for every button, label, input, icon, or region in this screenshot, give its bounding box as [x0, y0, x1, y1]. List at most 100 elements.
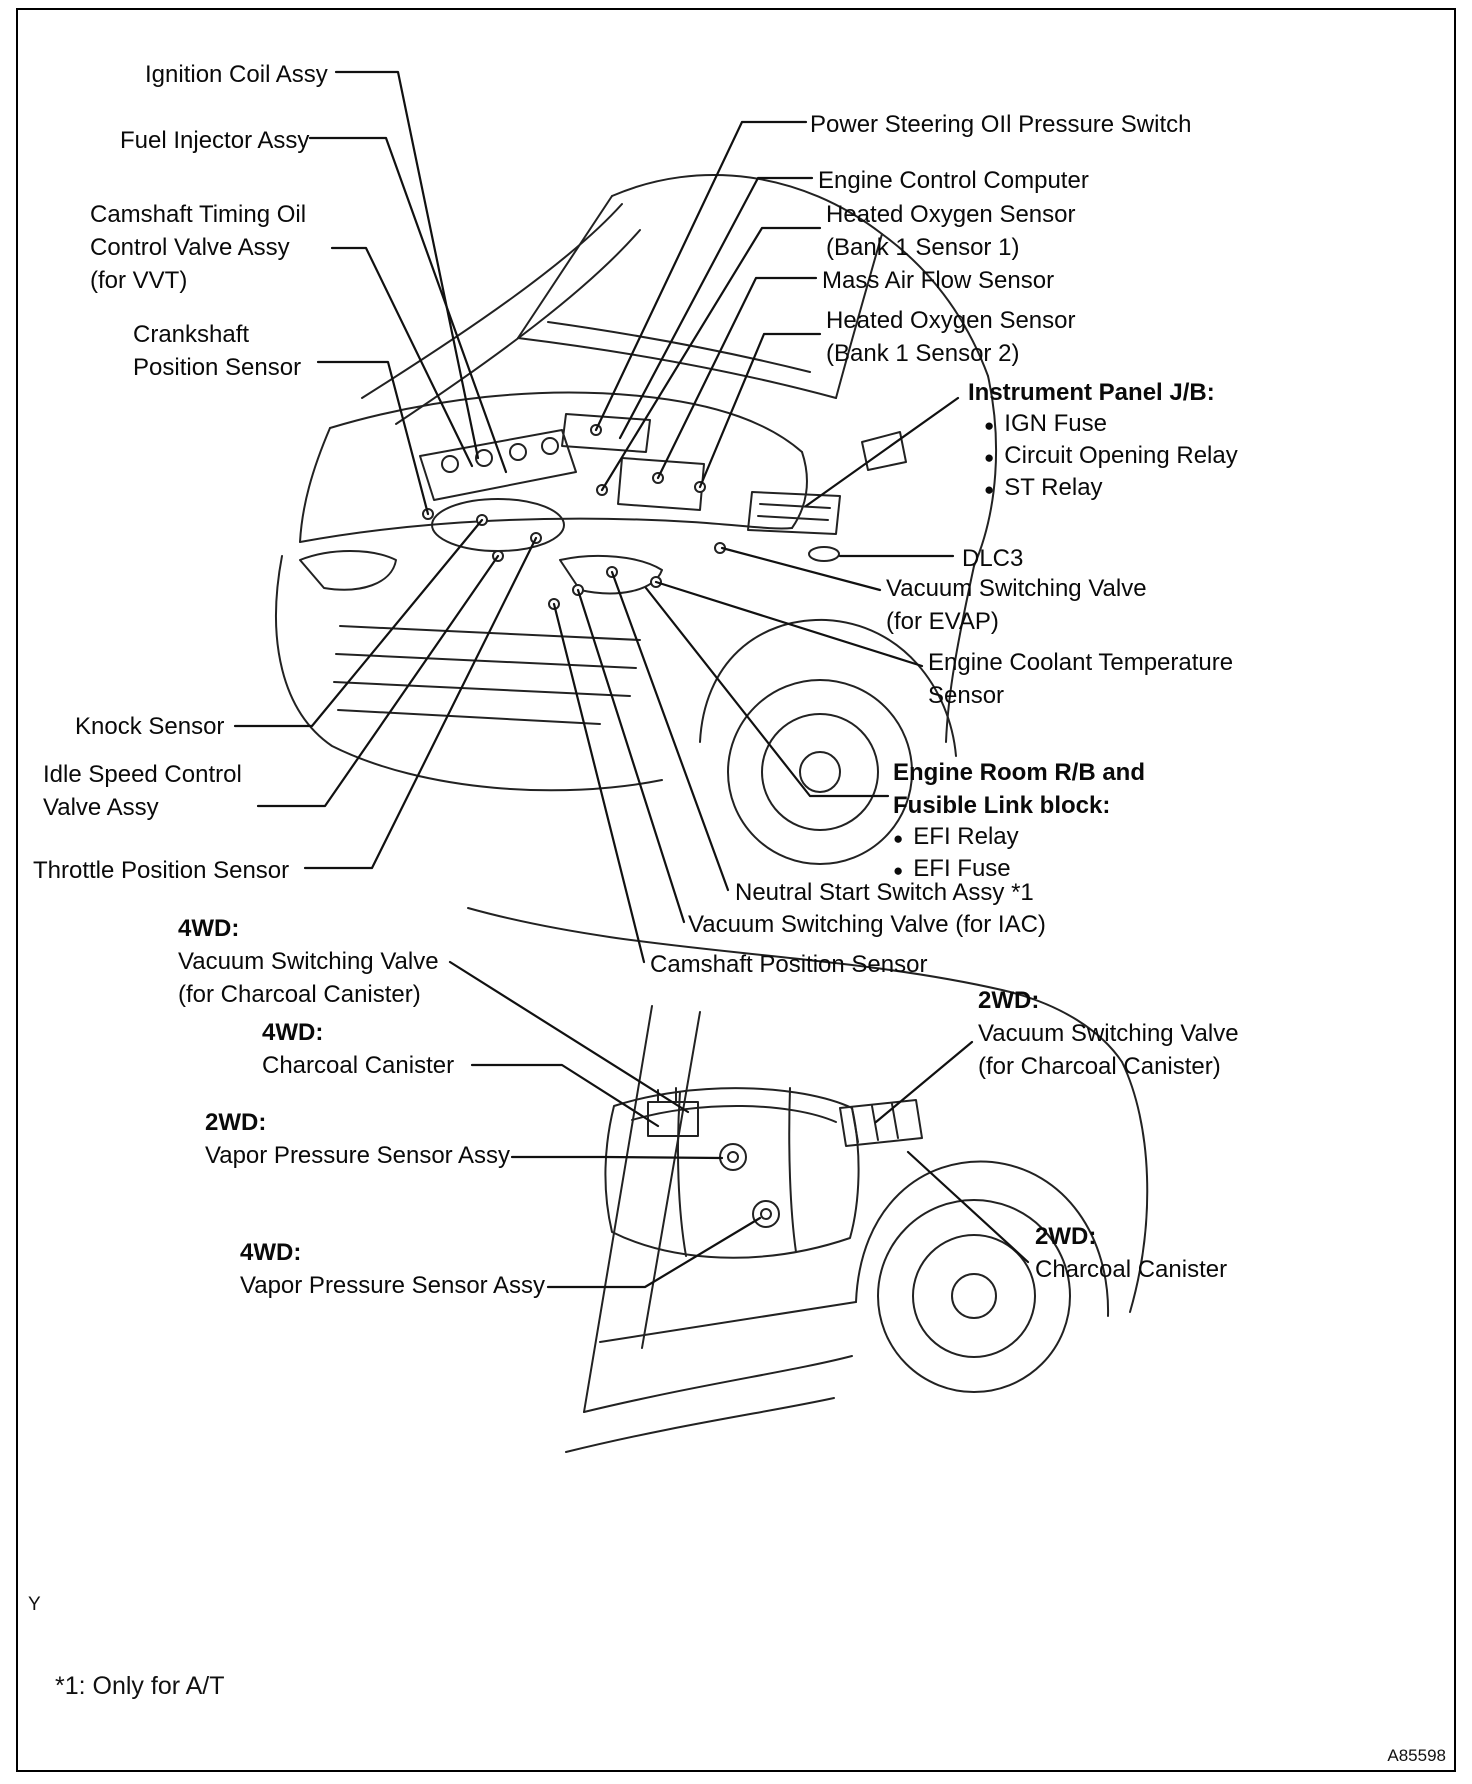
rear-wheel-hub	[951, 1273, 997, 1319]
label-line: Idle Speed Control	[43, 761, 242, 788]
grille-line-2	[335, 653, 637, 669]
label-line: Valve Assy	[43, 794, 159, 821]
hood-edge-line	[361, 203, 623, 399]
tank-strap	[788, 1087, 797, 1253]
leader-vapor-pressure-2wd	[510, 1155, 724, 1160]
door-edge-line	[583, 1005, 653, 1413]
leader-knock-sensor	[233, 518, 484, 728]
label-mass-air-flow-sensor: Mass Air Flow Sensor	[822, 267, 1055, 294]
label-line: Crankshaft	[133, 321, 250, 348]
canister-2wd-hatch	[891, 1103, 899, 1139]
leader-fuel-injector	[308, 136, 508, 474]
roof-line	[611, 174, 989, 377]
bullet-list: ● IGN Fuse ● Circuit Opening Relay ● ST …	[968, 409, 1238, 505]
canister-2wd-hatch	[851, 1107, 859, 1143]
a-pillar-line	[517, 195, 613, 339]
front-wheel-outer	[727, 679, 913, 865]
front-bumper-line	[275, 555, 663, 792]
rear-wheel-inner	[912, 1234, 1036, 1358]
label-line: (for EVAP)	[886, 608, 999, 635]
engine-bay-rim-top	[329, 391, 803, 453]
label-line: (for VVT)	[90, 267, 188, 294]
bullet-text: EFI Relay	[913, 823, 1019, 850]
leader-engine-control-computer	[618, 176, 814, 440]
ignition-coil-shape	[509, 443, 527, 461]
label-line: (for Charcoal Canister)	[178, 981, 421, 1008]
label-line: Heated Oxygen Sensor	[826, 201, 1076, 228]
label-heading: Instrument Panel J/B:	[968, 379, 1215, 406]
label-crankshaft-position-sensor: Crankshaft Position Sensor	[133, 318, 301, 384]
leader-engine-room-rb	[644, 586, 890, 798]
leader-camshaft-position	[552, 602, 646, 964]
leader-idle-speed	[256, 554, 500, 808]
vapor-pressure-sensor-2wd-shape	[719, 1143, 747, 1171]
bullet-text: IGN Fuse	[1004, 410, 1107, 437]
label-engine-control-computer: Engine Control Computer	[818, 167, 1089, 194]
label-heated-oxygen-sensor-1: Heated Oxygen Sensor (Bank 1 Sensor 1)	[826, 198, 1075, 264]
rear-wheel-outer	[877, 1199, 1071, 1393]
label-line: Vacuum Switching Valve	[178, 948, 439, 975]
door-edge-line-2	[641, 1011, 701, 1349]
leader-instrument-panel-jb	[804, 396, 960, 508]
label-line: Charcoal Canister	[262, 1052, 455, 1079]
label-line: Sensor	[928, 682, 1005, 709]
vehicle-rear-sketch	[467, 907, 1149, 1453]
ignition-coil-shape	[475, 449, 493, 467]
leader-vsv-iac	[576, 588, 686, 924]
leader-camshaft-timing	[330, 246, 474, 468]
junction-box-detail	[759, 503, 831, 509]
windshield-inner-line	[547, 321, 811, 373]
label-heading: 4WD:	[240, 1239, 302, 1266]
leader-throttle-position	[303, 536, 538, 870]
label-line: Vacuum Switching Valve	[886, 575, 1147, 602]
label-heading: 2WD:	[205, 1109, 267, 1136]
headlight-right	[559, 554, 663, 595]
label-neutral-start-switch: Neutral Start Switch Assy *1	[735, 879, 1034, 906]
leader-ignition-coil	[334, 70, 480, 460]
bullet-row: ● Circuit Opening Relay	[984, 441, 1238, 473]
label-power-steering-oil-pressure-switch: Power Steering OIl Pressure Switch	[810, 111, 1192, 138]
hood-edge-line-2	[395, 229, 641, 425]
bullet-row: ● EFI Relay	[893, 822, 1145, 854]
body-side-line	[973, 375, 998, 567]
front-wheel-inner	[761, 713, 879, 831]
tank-strap	[677, 1091, 687, 1257]
bullet-text: Circuit Opening Relay	[1004, 442, 1238, 469]
charcoal-canister-2wd-shape	[839, 1099, 923, 1147]
bullet-list: ● EFI Relay ● EFI Fuse	[893, 822, 1145, 886]
junction-box-shape	[747, 491, 841, 535]
label-engine-room-rb: Engine Room R/B and Fusible Link block: …	[893, 756, 1145, 886]
canister-2wd-hatch	[871, 1105, 879, 1141]
ignition-coil-shape	[441, 455, 459, 473]
label-line: Vapor Pressure Sensor Assy	[205, 1142, 511, 1169]
label-charcoal-canister-4wd: 4WD: Charcoal Canister	[262, 1016, 454, 1082]
leader-heated-o2-s1	[600, 226, 822, 492]
label-charcoal-canister-2wd: 2WD: Charcoal Canister	[1035, 1220, 1227, 1286]
bullet-icon: ●	[893, 829, 904, 848]
label-heading: 4WD:	[262, 1019, 324, 1046]
bullet-icon: ●	[984, 416, 995, 435]
label-line: (Bank 1 Sensor 1)	[826, 234, 1020, 261]
label-line: Control Valve Assy	[90, 234, 290, 261]
label-heated-oxygen-sensor-2: Heated Oxygen Sensor (Bank 1 Sensor 2)	[826, 304, 1075, 370]
ecu-shape	[561, 413, 651, 453]
label-heading: Fusible Link block:	[893, 792, 1111, 819]
label-idle-speed-control-valve: Idle Speed Control Valve Assy	[43, 758, 242, 824]
label-vsv-evap: Vacuum Switching Valve (for EVAP)	[886, 572, 1147, 638]
leader-charcoal-canister-2wd	[906, 1150, 1030, 1264]
footnote: *1: Only for A/T	[55, 1672, 225, 1700]
label-throttle-position-sensor: Throttle Position Sensor	[33, 857, 290, 884]
headlight-left	[299, 550, 397, 591]
valve-cover-shape	[419, 429, 577, 501]
page-border	[16, 8, 1456, 1772]
engine-bay-rim-bottom	[299, 517, 793, 543]
label-line: (for Charcoal Canister)	[978, 1053, 1221, 1080]
leader-charcoal-canister-4wd	[470, 1063, 660, 1128]
label-vsv-charcoal-4wd: 4WD: Vacuum Switching Valve (for Charcoa…	[178, 912, 439, 1011]
label-line: Vapor Pressure Sensor Assy	[240, 1272, 546, 1299]
leader-vsv-charcoal-2wd	[874, 1040, 974, 1124]
label-vapor-pressure-4wd: 4WD: Vapor Pressure Sensor Assy	[240, 1236, 545, 1302]
ignition-coil-shape	[541, 437, 559, 455]
bullet-text: ST Relay	[1004, 474, 1103, 501]
